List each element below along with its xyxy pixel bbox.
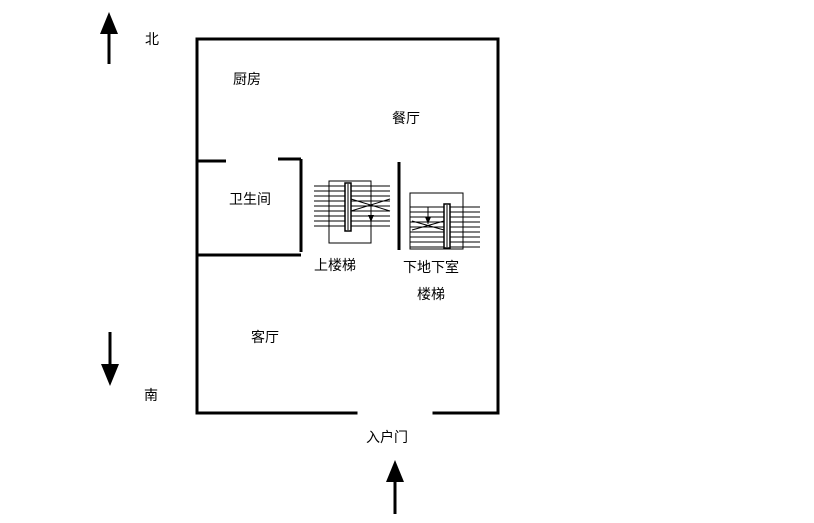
south-label: 南 xyxy=(144,388,158,404)
outer-walls xyxy=(195,37,500,415)
bathroom-label: 卫生间 xyxy=(229,192,271,208)
north-arrow-icon xyxy=(100,12,118,64)
north-label: 北 xyxy=(145,32,159,48)
living-room-label: 客厅 xyxy=(251,329,279,346)
kitchen-label: 厨房 xyxy=(233,72,261,88)
stairs-basement-label-line1: 下地下室 xyxy=(403,259,459,276)
entrance-label: 入户门 xyxy=(366,429,408,446)
dining-room-label: 餐厅 xyxy=(392,111,420,127)
bathroom-walls xyxy=(197,157,303,257)
stairs-up-icon xyxy=(314,180,391,244)
stairs-basement-icon xyxy=(409,192,480,250)
south-arrow-icon xyxy=(101,332,119,386)
entrance-arrow-icon xyxy=(386,460,404,514)
stairs-up-label: 上楼梯 xyxy=(314,258,356,274)
stairs-basement-label-line2: 楼梯 xyxy=(417,287,445,303)
